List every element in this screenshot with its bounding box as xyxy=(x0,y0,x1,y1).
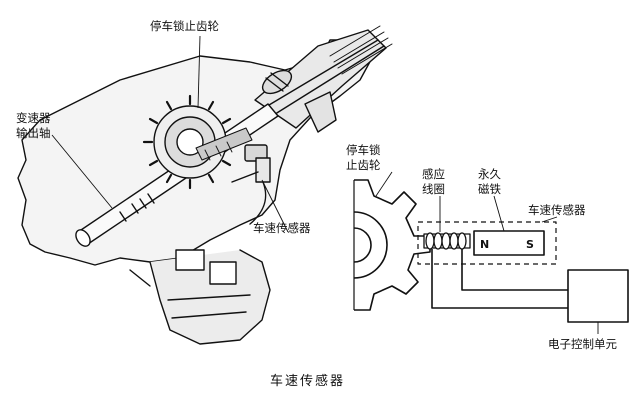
permanent-magnet xyxy=(473,230,545,256)
gear-hub xyxy=(353,227,372,263)
label-coil-line1: 感应 xyxy=(422,167,445,181)
mount-bracket xyxy=(304,91,337,133)
label-parking-gear-right-line1: 停车锁 xyxy=(346,143,381,157)
parking-lock-gear-left xyxy=(142,94,253,190)
label-output-shaft-line2: 输出轴 xyxy=(16,126,51,140)
label-speed-sensor-right: 车速传感器 xyxy=(528,203,586,217)
label-magnet-line2: 磁铁 xyxy=(478,182,501,196)
label-magnet-line1: 永久 xyxy=(478,167,501,181)
ecu-box xyxy=(567,269,629,323)
transmission-pan xyxy=(129,249,271,345)
magnet-pole-north: N xyxy=(480,238,489,251)
wire-a xyxy=(431,249,568,309)
label-ecu: 电子控制单元 xyxy=(548,337,617,351)
label-parking-gear-right-line2: 止齿轮 xyxy=(346,158,381,172)
leader-lines-left xyxy=(51,35,289,233)
leader-lines-right xyxy=(375,171,599,334)
rear-spline-shaft xyxy=(329,25,393,75)
label-output-shaft-line1: 变速器 xyxy=(16,111,51,125)
transmission-illustration xyxy=(17,25,393,345)
label-coil-line2: 线圈 xyxy=(422,182,445,196)
shaft-coupler xyxy=(261,69,293,95)
label-parking-gear-left: 停车锁止齿轮 xyxy=(150,19,219,33)
wire-b xyxy=(461,249,568,291)
sensor-diagram xyxy=(353,179,629,323)
magnet-pole-south: S xyxy=(526,238,534,251)
gear-inner-ring xyxy=(353,211,388,279)
label-speed-sensor-left: 车速传感器 xyxy=(253,221,311,235)
induction-coil xyxy=(423,232,471,250)
figure-caption: 车速传感器 xyxy=(270,373,345,389)
